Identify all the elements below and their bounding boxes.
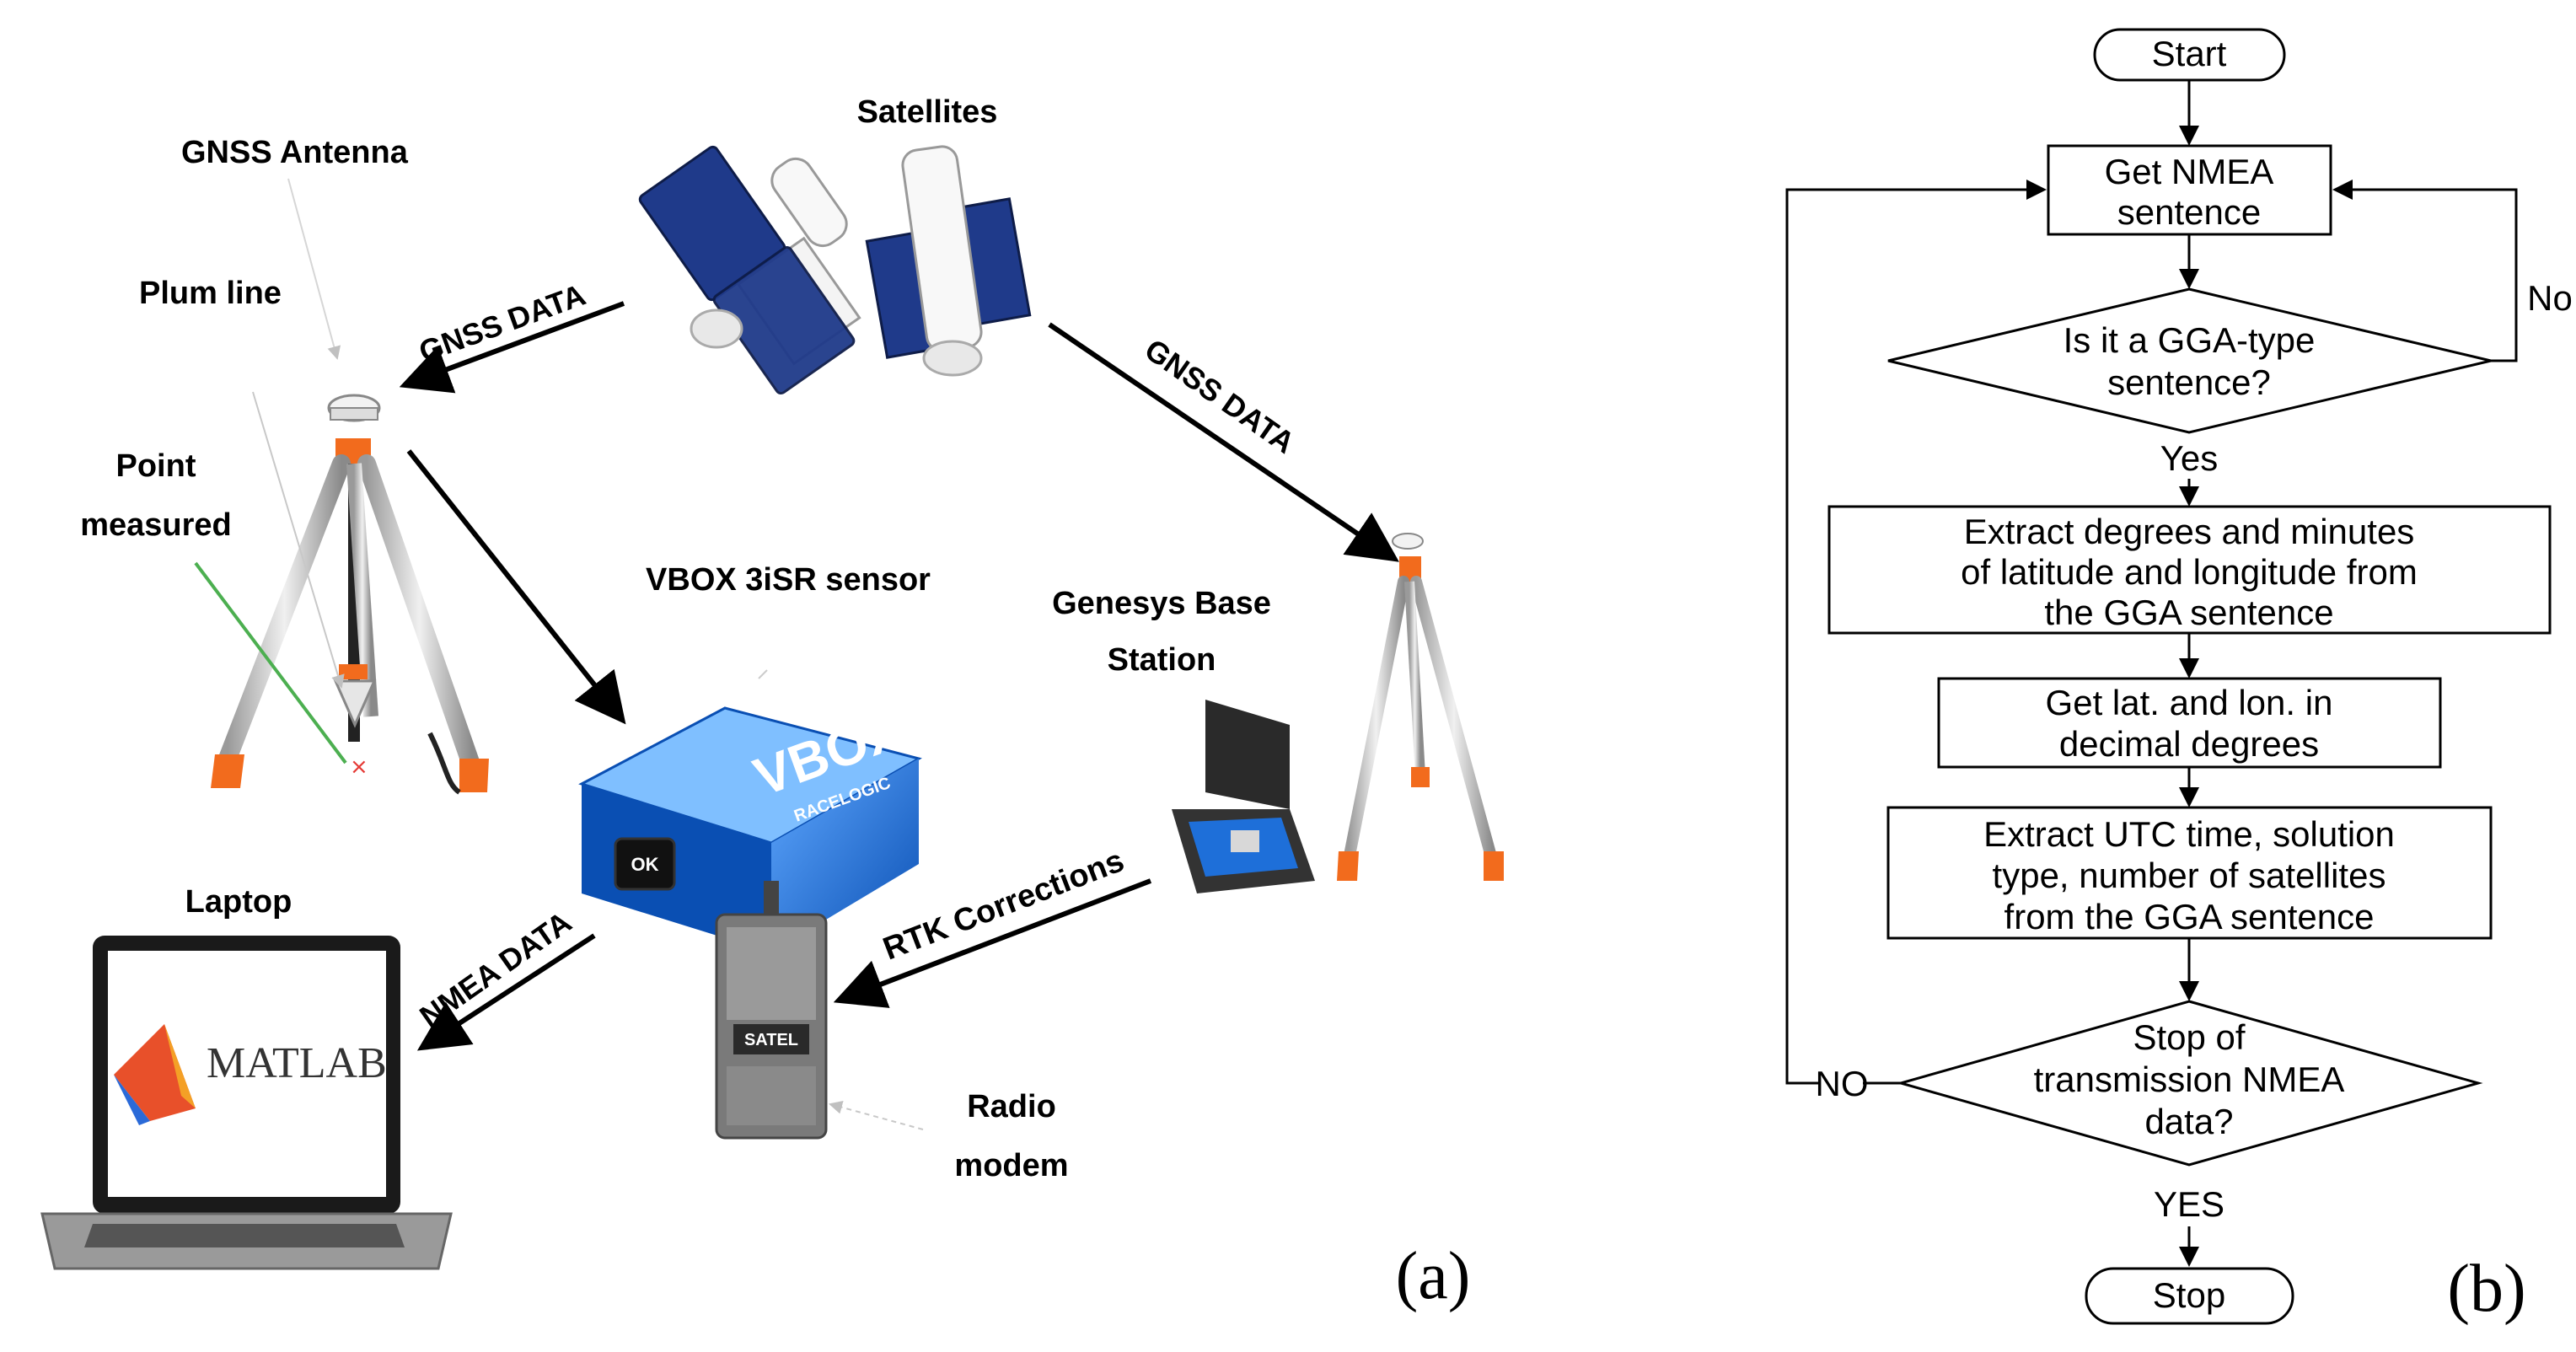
- no-loop-arrow: [2332, 180, 2518, 362]
- stop-q-text-1: Stop of: [2133, 1017, 2245, 1057]
- point-marker-icon: ×: [350, 754, 368, 780]
- gnss-antenna-pointer: [287, 178, 341, 360]
- rtk-corrections-arrow: [833, 878, 1152, 1008]
- utc-text-1: Extract UTC time, solution: [1983, 814, 2395, 854]
- genesys-case-icon: [1172, 700, 1315, 893]
- tripod-left-icon: ×: [211, 394, 489, 795]
- yes-caps-label: YES: [2154, 1184, 2224, 1224]
- extract-degrees-box: [1827, 505, 2552, 635]
- radio-modem-label-2: modem: [954, 1148, 1068, 1183]
- is-gga-diamond: [1887, 287, 2492, 434]
- point-measured-label-1: Point: [116, 448, 196, 484]
- panel-b-label: (b): [2447, 1252, 2525, 1326]
- nmea-data-arrow: [416, 933, 596, 1051]
- get-nmea-text-2: sentence: [2117, 192, 2261, 232]
- gnss-data-arrow-right: [1048, 322, 1399, 562]
- stop-node: [2085, 1267, 2294, 1325]
- utc-text-2: type, number of satellites: [1993, 856, 2386, 895]
- plum-line-label: Plum line: [139, 276, 282, 311]
- no-loop-left-arrow: [1785, 180, 2047, 1085]
- laptop-label: Laptop: [185, 884, 292, 920]
- radio-modem-label-1: Radio: [967, 1089, 1056, 1124]
- start-text: Start: [2152, 34, 2227, 73]
- gnss-antenna-label: GNSS Antenna: [181, 135, 409, 170]
- satellite-right-icon: [865, 145, 1032, 377]
- stop-q-text-2: transmission NMEA: [2034, 1060, 2345, 1099]
- satellite-left-icon: [638, 145, 861, 395]
- stop-q-text-3: data?: [2144, 1102, 2233, 1141]
- vbox-sensor-label: VBOX 3iSR sensor: [646, 562, 931, 598]
- decimal-text-1: Get lat. and lon. in: [2046, 683, 2333, 722]
- no-caps-label: NO: [1816, 1064, 1869, 1103]
- utc-text-3: from the GGA sentence: [2004, 897, 2375, 936]
- extract-text-3: the GGA sentence: [2044, 593, 2333, 632]
- yes-label: Yes: [2160, 438, 2219, 478]
- stop-text: Stop: [2153, 1275, 2225, 1315]
- get-nmea-box: [2047, 144, 2332, 236]
- matlab-logo-text: MATLAB: [207, 1039, 387, 1087]
- is-gga-text-1: Is it a GGA-type: [2063, 320, 2316, 360]
- panel-a: Satellites × GNSS Antenna Plum line Poin…: [40, 94, 1504, 1313]
- extract-text-2: of latitude and longitude from: [1961, 552, 2418, 592]
- vbox-ok-text: OK: [631, 854, 659, 875]
- laptop-icon: MATLAB: [40, 936, 453, 1270]
- stop-transmission-diamond: [1896, 1000, 2483, 1167]
- no-label: No: [2527, 278, 2573, 318]
- utc-time-box: [1886, 806, 2493, 940]
- is-gga-text-2: sentence?: [2107, 362, 2271, 402]
- extract-text-1: Extract degrees and minutes: [1964, 512, 2415, 551]
- modem-brand-text: SATEL: [744, 1031, 798, 1049]
- gnss-data-arrow-left: [399, 301, 625, 394]
- tripod-right-icon: [1337, 533, 1504, 881]
- vbox-pointer: [758, 669, 768, 679]
- antenna-to-vbox-arrow: [406, 449, 626, 725]
- panel-b-flowchart: Start Get NMEA sentence Is it a GGA-type…: [1785, 28, 2573, 1325]
- get-nmea-text-1: Get NMEA: [2105, 152, 2274, 191]
- radio-modem-icon: SATEL: [715, 881, 828, 1140]
- panel-a-label: (a): [1396, 1239, 1471, 1313]
- point-measured-pointer: [194, 561, 347, 765]
- radio-modem-pointer: [829, 1100, 924, 1130]
- plum-line-pointer: [252, 391, 345, 689]
- genesys-label-2: Station: [1108, 642, 1216, 678]
- nmea-data-label: NMEA DATA: [413, 904, 577, 1034]
- satellites-label: Satellites: [857, 94, 998, 130]
- gnss-data-left-label: GNSS DATA: [415, 277, 590, 369]
- genesys-label-1: Genesys Base: [1052, 586, 1271, 621]
- point-measured-label-2: measured: [80, 507, 232, 543]
- decimal-text-2: decimal degrees: [2059, 724, 2319, 764]
